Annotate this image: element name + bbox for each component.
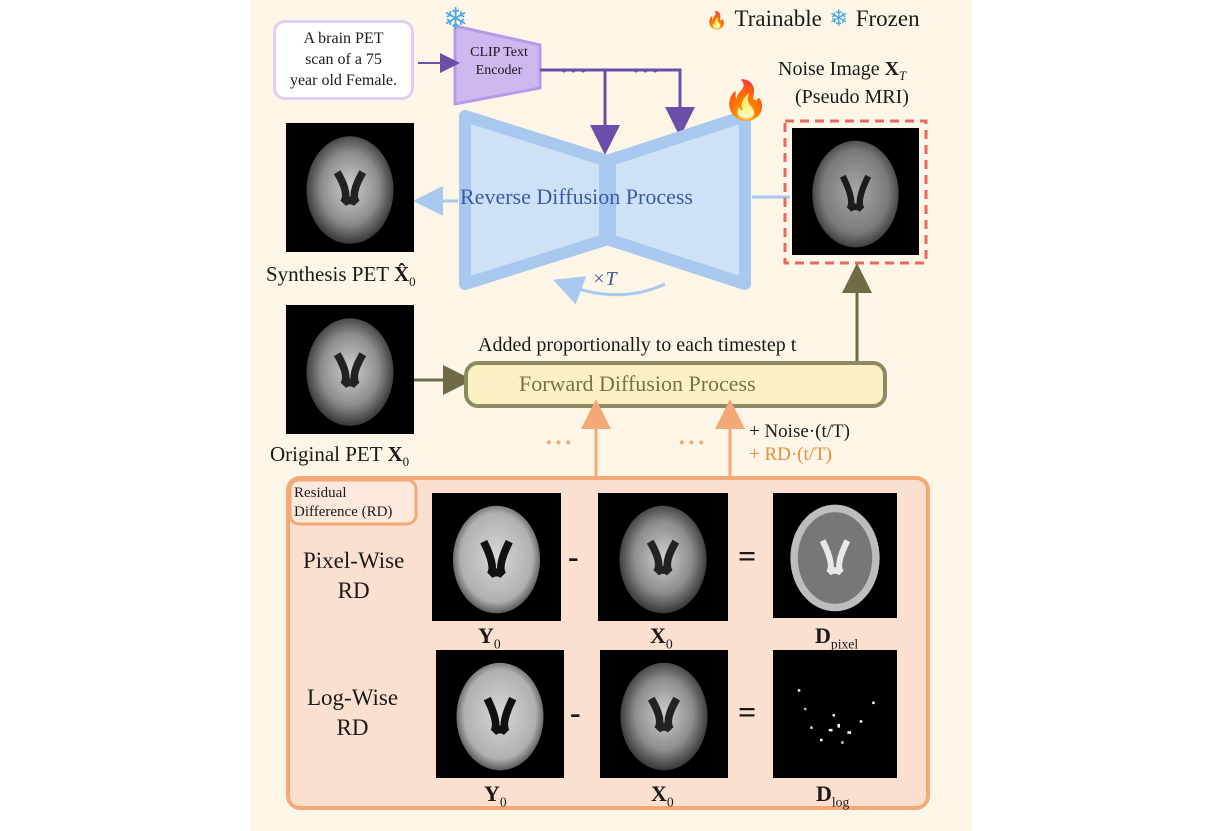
snowflake-icon: ❄: [829, 6, 849, 32]
rd-title-line-1: Residual: [294, 485, 347, 501]
legend: 🔥 Trainable ❄ Frozen: [706, 6, 920, 32]
y0-label: Y0: [484, 781, 507, 810]
noise-image-title: Noise Image XT: [778, 58, 906, 83]
synthesis-pet-label: Synthesis PET X̂0: [266, 262, 416, 290]
d-pixel-label: Dpixel: [815, 623, 859, 652]
pet-x0-image: [598, 493, 728, 621]
x0-label: X0: [651, 781, 674, 810]
y0-label: Y0: [478, 623, 501, 652]
ellipsis: ···: [560, 58, 589, 84]
ellipsis: ···: [545, 430, 574, 456]
rd-title-box: [288, 478, 418, 526]
rd-title: Residual Difference (RD): [294, 484, 392, 522]
noise-image-subtitle: (Pseudo MRI): [795, 86, 909, 108]
flame-icon: 🔥: [706, 11, 728, 31]
original-pet-label: Original PET X0: [270, 442, 410, 470]
equals-sign: =: [738, 538, 757, 574]
pet-x0-image: [600, 650, 728, 778]
clip-line-1: CLIP Text: [470, 45, 528, 60]
reverse-process-label: Reverse Diffusion Process: [460, 184, 693, 209]
minus-sign: -: [570, 694, 581, 730]
rd-title-line-2: Difference (RD): [294, 504, 393, 520]
d-log-label: Dlog: [816, 781, 850, 810]
noise-term: + Noise·(t/T): [749, 421, 850, 442]
x0-label: X0: [650, 623, 673, 652]
original-pet-image: [286, 305, 414, 434]
prompt-line-3: year old Female.: [289, 72, 398, 89]
rd-term: + RD·(t/T): [749, 444, 833, 465]
unet-right-shape: [604, 110, 751, 290]
forward-process-box: [464, 361, 887, 408]
flame-icon: 🔥: [722, 78, 770, 122]
prompt-line-1: A brain PET: [303, 30, 384, 47]
text-prompt-box: A brain PET scan of a 75 year old Female…: [273, 20, 414, 100]
clip-line-2: Encoder: [475, 63, 523, 78]
legend-frozen: Frozen: [855, 6, 920, 31]
clip-encoder-shape: [453, 24, 542, 106]
forward-process-label: Forward Diffusion Process: [519, 371, 756, 396]
synthesis-pet-image: [286, 123, 414, 252]
ellipsis: ···: [678, 430, 707, 456]
mri-y0-image: [432, 493, 561, 621]
mri-y0-image: [436, 650, 564, 778]
minus-sign: -: [568, 538, 579, 574]
snowflake-icon: ❄: [443, 2, 469, 37]
forward-note: Added proportionally to each timestep t: [478, 334, 797, 356]
equals-sign: =: [738, 694, 757, 730]
d-pixel-image: [773, 493, 897, 618]
clip-encoder-label: CLIP Text Encoder: [460, 44, 538, 80]
times-t-label: ×T: [592, 268, 617, 290]
d-log-image: [773, 650, 897, 778]
legend-trainable: Trainable: [734, 6, 822, 31]
ellipsis: ···: [632, 58, 661, 84]
noise-mri-image: [792, 128, 919, 255]
prompt-line-2: scan of a 75: [305, 51, 382, 68]
